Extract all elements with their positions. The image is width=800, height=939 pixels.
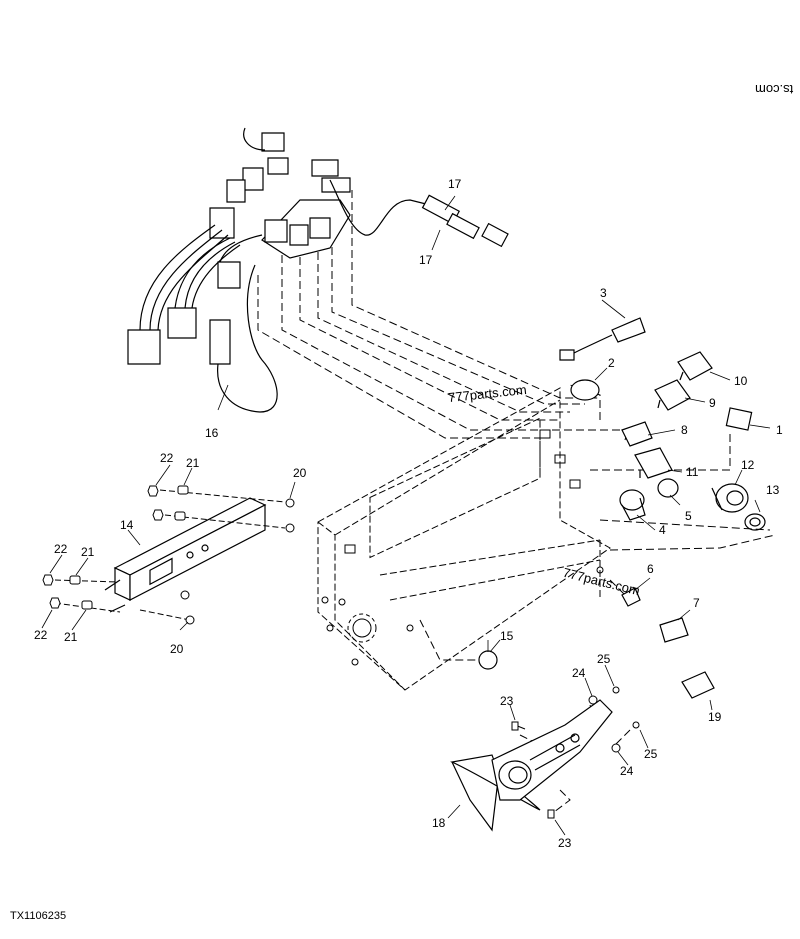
callout-17: 17 bbox=[448, 177, 462, 191]
callout-12: 12 bbox=[741, 458, 755, 472]
callout-7: 7 bbox=[693, 596, 700, 610]
callout-22: 22 bbox=[160, 451, 174, 465]
callout-9: 9 bbox=[709, 396, 716, 410]
callout-4: 4 bbox=[659, 523, 666, 537]
figure-id: TX1106235 bbox=[10, 910, 67, 922]
callout-19: 19 bbox=[708, 710, 722, 724]
callout-18: 18 bbox=[432, 816, 446, 830]
callout-20: 20 bbox=[170, 642, 184, 656]
dash-panel-cutouts bbox=[322, 430, 603, 665]
callout-17: 17 bbox=[419, 253, 433, 267]
switches bbox=[479, 318, 765, 698]
callout-8: 8 bbox=[681, 423, 688, 437]
callout-16: 16 bbox=[205, 426, 219, 440]
joystick-assembly bbox=[452, 700, 612, 830]
watermark: ts.com bbox=[755, 82, 794, 97]
callout-10: 10 bbox=[734, 374, 748, 388]
callout-21: 21 bbox=[64, 630, 78, 644]
callout-14: 14 bbox=[120, 518, 134, 532]
callout-20: 20 bbox=[293, 466, 307, 480]
callout-15: 15 bbox=[500, 629, 514, 643]
callout-21: 21 bbox=[81, 545, 95, 559]
callout-24: 24 bbox=[620, 764, 634, 778]
callout-3: 3 bbox=[600, 286, 607, 300]
callout-11: 11 bbox=[686, 465, 699, 479]
nuts-and-washers bbox=[43, 486, 294, 624]
callout-21: 21 bbox=[186, 456, 200, 470]
wiring-harness bbox=[128, 128, 508, 412]
callout-1: 1 bbox=[776, 423, 783, 437]
callout-6: 6 bbox=[647, 562, 654, 576]
callout-13: 13 bbox=[766, 483, 780, 497]
callout-22: 22 bbox=[34, 628, 48, 642]
dashed-leader-lines bbox=[258, 190, 775, 815]
callout-23: 23 bbox=[558, 836, 572, 850]
joystick-fasteners bbox=[512, 687, 639, 818]
instrument-cluster bbox=[105, 498, 265, 612]
callout-25: 25 bbox=[644, 747, 658, 761]
callout-2: 2 bbox=[608, 356, 615, 370]
callout-22: 22 bbox=[54, 542, 68, 556]
callout-23: 23 bbox=[500, 694, 514, 708]
callout-leaders bbox=[42, 196, 770, 835]
callout-5: 5 bbox=[685, 509, 692, 523]
callout-25: 25 bbox=[597, 652, 611, 666]
dash-panel-outline bbox=[318, 388, 610, 690]
callout-24: 24 bbox=[572, 666, 586, 680]
